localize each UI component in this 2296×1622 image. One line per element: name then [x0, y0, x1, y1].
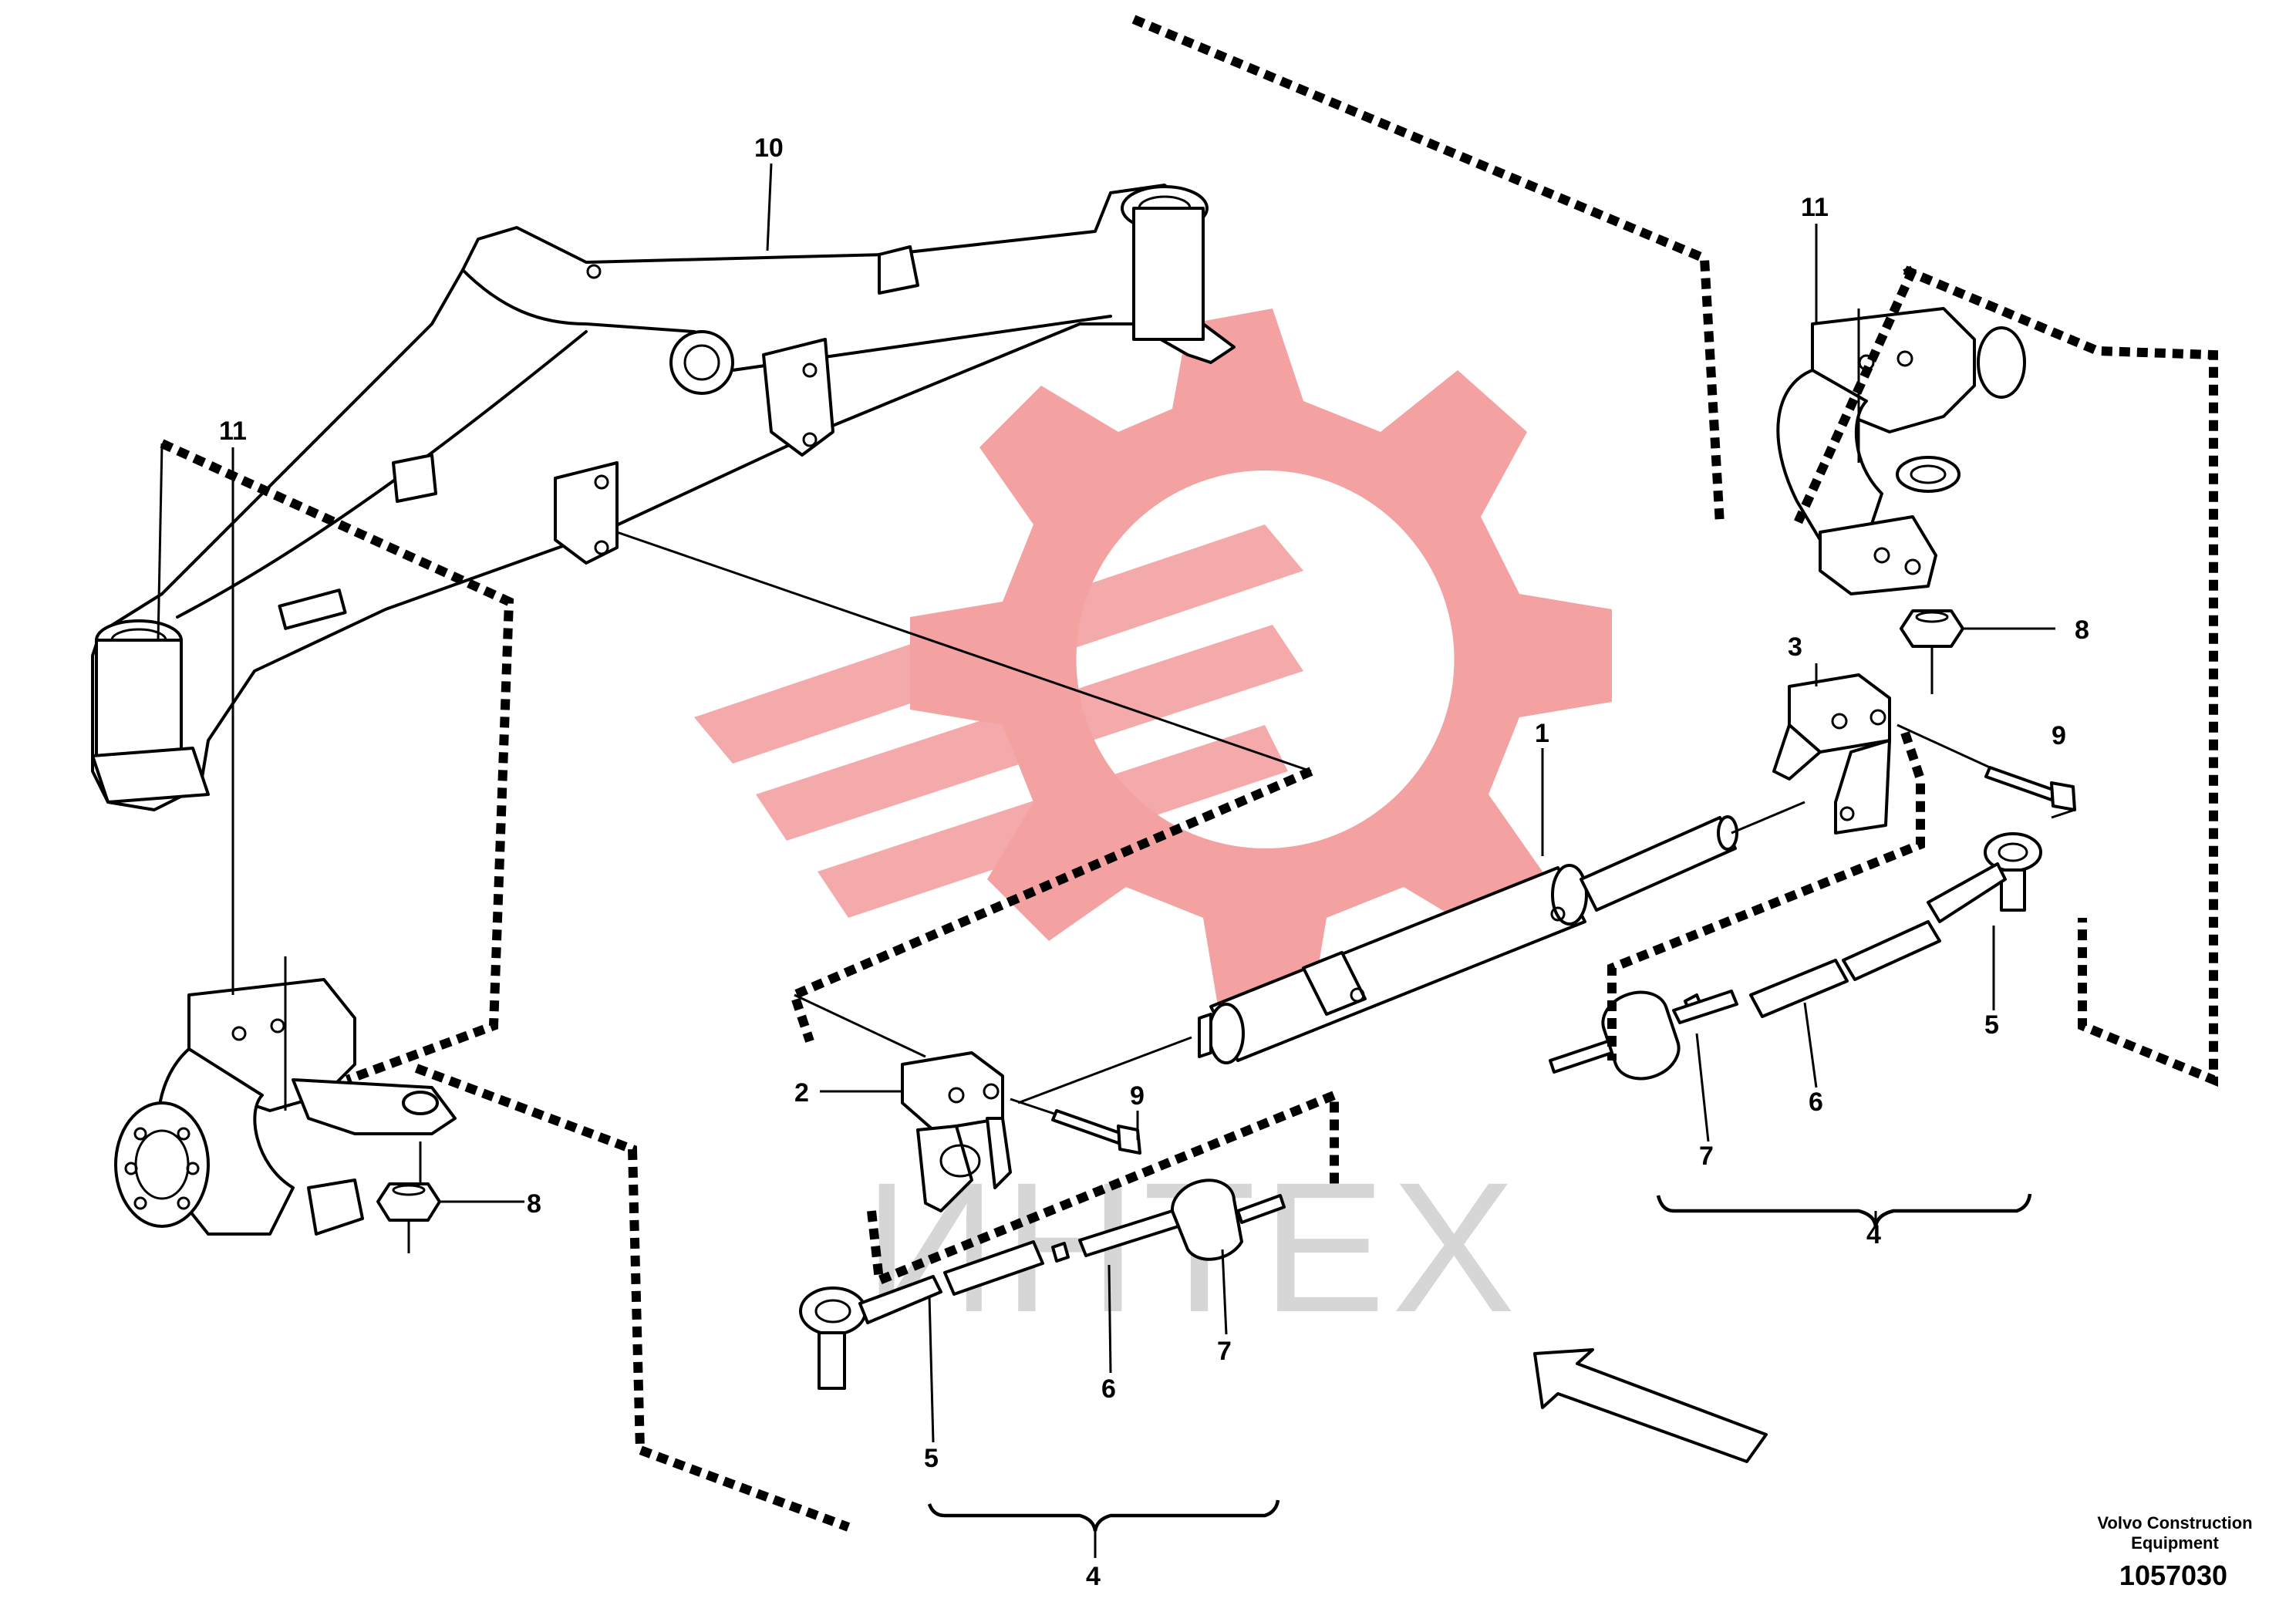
callout-8-left: 8: [527, 1189, 541, 1219]
nut-part-8-right: [1900, 609, 1964, 694]
callout-3: 3: [1788, 632, 1802, 662]
nut-part-8-left: [376, 1141, 441, 1253]
callout-5-right: 5: [1984, 1010, 1999, 1040]
brand-line-2: Equipment: [2131, 1533, 2219, 1553]
direction-arrow: [1533, 1348, 1768, 1463]
clamp-part-3: [1772, 673, 1891, 835]
callout-6-right: 6: [1809, 1088, 1823, 1117]
callout-9-right: 9: [2052, 721, 2066, 750]
steering-cylinder-part-1: [1017, 801, 1805, 1104]
watermark-gear-logo: [694, 309, 1612, 1010]
leader-lines: [231, 163, 2075, 1558]
callout-10: 10: [754, 133, 784, 163]
callout-6-left: 6: [1101, 1374, 1116, 1404]
callout-4-left: 4: [1086, 1562, 1101, 1591]
brand-line-1: Volvo Construction: [2097, 1513, 2252, 1533]
assembly-dashed-lines: [157, 15, 2218, 1532]
drawing-number: 1057030: [2119, 1560, 2227, 1591]
bolt-part-9-right: [1896, 723, 2076, 811]
clamp-part-2: [901, 1051, 1012, 1212]
steering-knuckle-part-11-right: [1776, 307, 2026, 595]
callout-4-right: 4: [1866, 1220, 1881, 1249]
callout-7-left: 7: [1217, 1337, 1232, 1366]
steering-knuckle-part-11-left: [114, 956, 457, 1236]
callout-7-right: 7: [1699, 1141, 1714, 1171]
axle-beam-part-10: [91, 184, 1236, 811]
drawing-info: Volvo Construction Equipment 1057030: [2097, 1513, 2252, 1591]
callout-8-right: 8: [2075, 615, 2089, 645]
callout-1: 1: [1535, 719, 1549, 748]
callout-5-left: 5: [924, 1444, 939, 1473]
callout-11-left: 11: [219, 416, 247, 446]
callout-labels: 10 11 11 8 8 3 9 1 2 9 5 6 7 4 7 6 5 4: [219, 133, 2089, 1591]
callout-9-left: 9: [1130, 1081, 1145, 1111]
tie-rod-assembly-part-4-left: [799, 1179, 1286, 1390]
callout-2: 2: [794, 1078, 809, 1108]
bolt-part-9-left: [1010, 1098, 1141, 1155]
callout-11-right: 11: [1801, 193, 1829, 222]
